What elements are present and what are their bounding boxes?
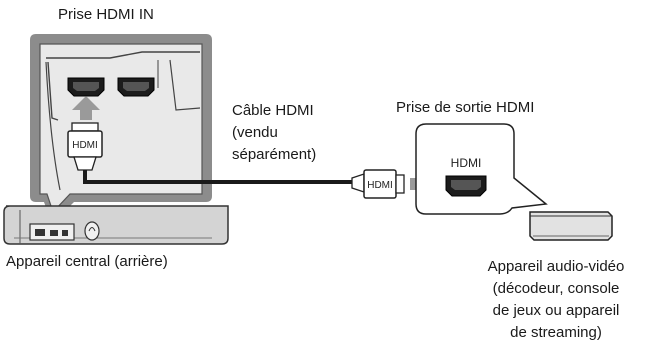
hdmi-in-label: Prise HDMI IN [58,6,154,23]
hdmi-plug-side-text: HDMI [367,180,393,191]
cable-label: Câble HDMI (vendu séparément) [232,100,316,166]
cable-label-line3: séparément) [232,146,317,163]
hdmi-out-label: Prise de sortie HDMI [396,99,535,116]
main-unit-label: Appareil central (arrière) [6,253,168,270]
av-device-label-line3: de jeux ou appareil [492,302,620,319]
hdmi-plug-top-text: HDMI [72,140,98,151]
hdmi-in-port-2 [117,77,155,97]
hdmi-out-port-text: HDMI [451,156,482,170]
av-device-label-line2: (décodeur, console [492,280,620,297]
av-device [529,211,613,241]
cable-label-line2: (vendu [232,124,278,141]
hdmi-plug-top [67,122,103,171]
insert-up-arrow [72,96,100,120]
cable-label-line1: Câble HDMI [232,102,314,119]
hdmi-plug-side [351,169,405,199]
main-unit [3,205,229,245]
av-device-label-line4: de streaming) [510,324,602,341]
hdmi-cable [83,170,355,184]
av-device-label-line1: Appareil audio-vidéo [487,258,625,275]
hdmi-out-port [445,175,487,197]
av-device-label: Appareil audio-vidéo (décodeur, console … [466,256,646,344]
hdmi-in-port-1 [67,77,105,97]
hdmi-in-callout [30,34,212,224]
